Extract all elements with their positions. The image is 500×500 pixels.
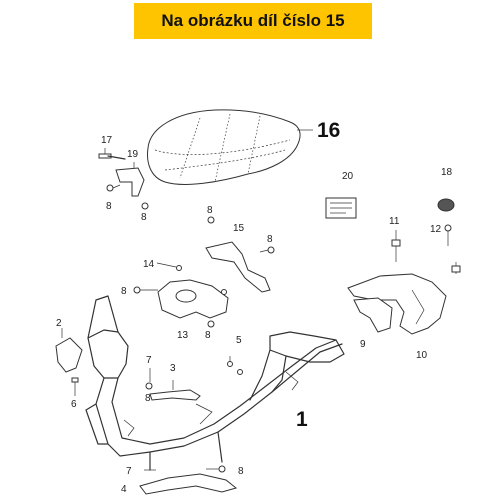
callout-8-e: 8 bbox=[121, 286, 127, 297]
nut-part-8-h[interactable] bbox=[206, 465, 226, 473]
mount-part-13[interactable] bbox=[157, 279, 229, 319]
callout-8-d: 8 bbox=[267, 234, 273, 245]
callout-5: 5 bbox=[236, 335, 242, 346]
callout-7-a: 7 bbox=[146, 355, 152, 366]
nut-part-8-f[interactable] bbox=[207, 320, 215, 328]
callout-19: 19 bbox=[127, 149, 139, 160]
main-frame-part-1[interactable] bbox=[85, 295, 345, 471]
callout-8-g: 8 bbox=[145, 393, 151, 404]
callout-18: 18 bbox=[441, 167, 453, 178]
callout-14: 14 bbox=[143, 259, 155, 270]
nut-part-8-b[interactable] bbox=[141, 202, 149, 210]
bolt-part-14[interactable] bbox=[156, 262, 182, 271]
callout-3: 3 bbox=[170, 363, 176, 374]
callout-20: 20 bbox=[342, 171, 354, 182]
nut-part-8-e[interactable] bbox=[133, 286, 158, 294]
callout-15: 15 bbox=[233, 223, 245, 234]
callout-8-a: 8 bbox=[106, 201, 112, 212]
bracket-part-4[interactable] bbox=[139, 473, 238, 495]
nut-part-8-c[interactable] bbox=[207, 216, 215, 224]
nut-part-8-d[interactable] bbox=[259, 246, 275, 254]
callout-7-b: 7 bbox=[126, 466, 132, 477]
title-banner: Na obrázku díl číslo 15 bbox=[134, 3, 372, 39]
callout-13: 13 bbox=[177, 330, 189, 341]
bracket-part-2[interactable] bbox=[55, 328, 83, 373]
page-title: Na obrázku díl číslo 15 bbox=[161, 11, 345, 30]
bolt-part-17[interactable] bbox=[98, 148, 126, 160]
nut-part-8-g[interactable] bbox=[145, 382, 153, 390]
bracket-part-3[interactable] bbox=[149, 380, 201, 401]
screw-part-12[interactable] bbox=[444, 224, 452, 246]
callout-1: 1 bbox=[296, 408, 308, 431]
clip-part-5[interactable] bbox=[227, 356, 243, 375]
callout-12: 12 bbox=[430, 224, 442, 235]
callout-8-c: 8 bbox=[207, 205, 213, 216]
seat-part-16[interactable] bbox=[147, 109, 313, 185]
callout-8-b: 8 bbox=[141, 212, 147, 223]
callout-11: 11 bbox=[389, 216, 400, 227]
nut-part-8-a[interactable] bbox=[106, 184, 121, 192]
cap-part-18[interactable] bbox=[437, 198, 455, 212]
callout-10: 10 bbox=[416, 350, 428, 361]
callout-16: 16 bbox=[317, 119, 340, 142]
callout-8-h: 8 bbox=[238, 466, 244, 477]
bracket-part-19[interactable] bbox=[115, 162, 145, 197]
callout-17: 17 bbox=[101, 135, 113, 146]
bracket-part-9[interactable] bbox=[353, 297, 393, 333]
callout-6: 6 bbox=[71, 399, 77, 410]
screw-part-6[interactable] bbox=[71, 377, 79, 396]
screw-part-11[interactable] bbox=[391, 230, 461, 274]
callout-4: 4 bbox=[121, 484, 127, 495]
callout-8-f: 8 bbox=[205, 330, 211, 341]
callout-9: 9 bbox=[360, 339, 366, 350]
callout-2: 2 bbox=[56, 318, 62, 329]
label-part-20[interactable] bbox=[325, 197, 357, 219]
bracket-part-15[interactable] bbox=[205, 241, 271, 293]
